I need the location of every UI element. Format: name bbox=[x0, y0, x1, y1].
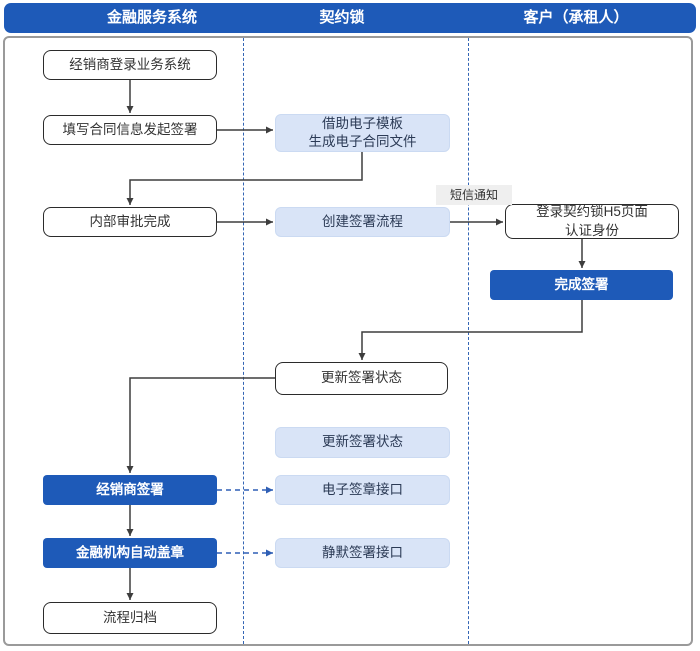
node-esignature-api: 电子签章接口 bbox=[275, 475, 450, 505]
node-internal-approval-done: 内部审批完成 bbox=[43, 207, 217, 237]
node-institution-auto-stamp: 金融机构自动盖章 bbox=[43, 538, 217, 568]
node-complete-sign: 完成签署 bbox=[490, 270, 673, 300]
node-h5-login-identity: 登录契约锁H5页面 认证身份 bbox=[505, 204, 679, 239]
node-create-sign-flow: 创建签署流程 bbox=[275, 207, 450, 237]
node-update-sign-status-api: 更新签署状态 bbox=[275, 427, 450, 458]
lane-divider-right bbox=[468, 38, 469, 644]
node-template-generate-contract: 借助电子模板 生成电子合同文件 bbox=[275, 114, 450, 152]
node-dealer-login: 经销商登录业务系统 bbox=[43, 50, 217, 80]
sms-notice-label: 短信通知 bbox=[436, 185, 512, 205]
lane-title-customer: 客户（承租人） bbox=[523, 9, 629, 26]
lane-divider-left bbox=[243, 38, 244, 644]
node-process-archive: 流程归档 bbox=[43, 602, 217, 634]
lane-title-qiyuesuo: 契约锁 bbox=[319, 9, 365, 26]
node-update-sign-status-callback: 更新签署状态 bbox=[275, 362, 448, 395]
node-silent-sign-api: 静默签署接口 bbox=[275, 538, 450, 568]
node-fill-contract-initiate-sign: 填写合同信息发起签署 bbox=[43, 115, 217, 145]
lane-title-financial-system: 金融服务系统 bbox=[106, 9, 198, 26]
lane-header-bar: 金融服务系统 契约锁 客户（承租人） bbox=[4, 3, 696, 33]
node-dealer-sign: 经销商签署 bbox=[43, 475, 217, 505]
